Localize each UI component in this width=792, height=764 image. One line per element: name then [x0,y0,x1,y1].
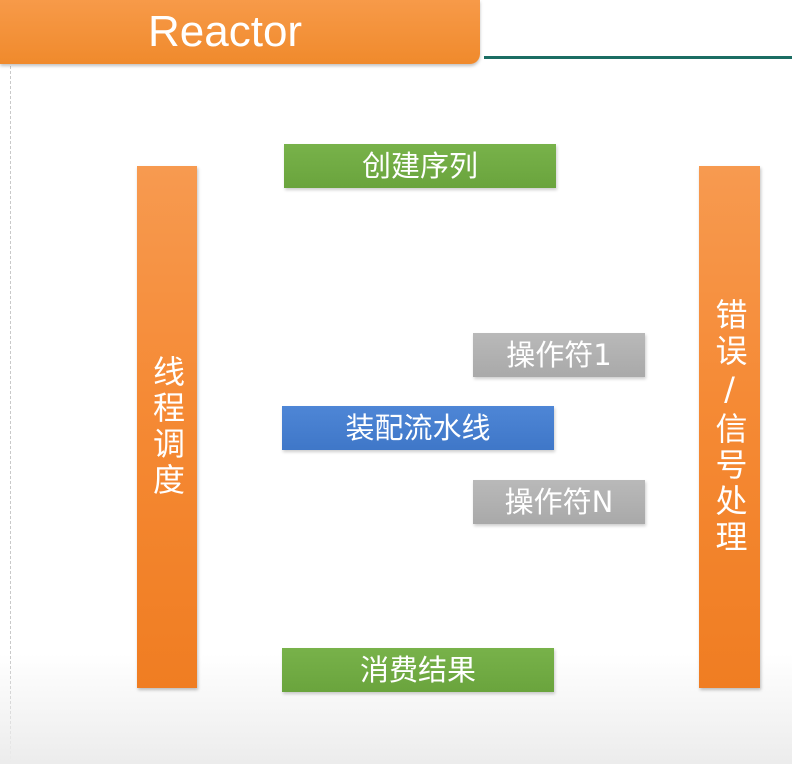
consume-result-label: 消费结果 [359,652,476,687]
operator-n-label: 操作符N [504,484,614,519]
error-signal-label: 错误/信号处理 [710,298,749,556]
operator-1-box: 操作符1 [473,333,645,377]
operator-n-box: 操作符N [473,480,645,524]
title-underline [484,56,792,59]
assemble-pipeline-label: 装配流水线 [345,410,491,445]
title-banner: Reactor [0,0,480,64]
create-sequence-box: 创建序列 [284,144,556,188]
error-signal-bar: 错误/信号处理 [699,166,760,688]
consume-result-box: 消费结果 [282,648,554,692]
create-sequence-label: 创建序列 [361,148,478,183]
assemble-pipeline-box: 装配流水线 [282,406,554,450]
slide-title: Reactor [148,7,303,56]
thread-scheduling-label: 线程调度 [148,355,186,499]
thread-scheduling-bar: 线程调度 [137,166,197,688]
operator-1-label: 操作符1 [506,337,612,372]
dashed-guide-line [10,66,11,764]
